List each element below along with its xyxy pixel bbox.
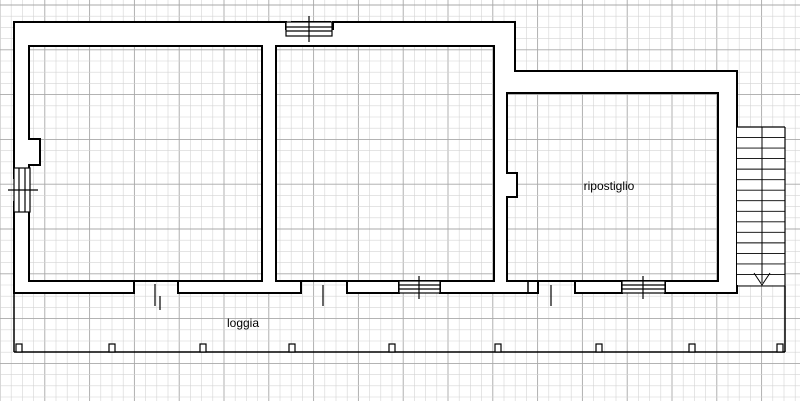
exterior-staircase	[737, 126, 786, 286]
loggia-outline	[13, 285, 786, 353]
wall-outline	[13, 21, 738, 294]
walls	[13, 21, 738, 294]
door-opening-caps	[133, 281, 576, 293]
window-bottom-middle	[398, 276, 441, 299]
room-label-ripostiglio: ripostiglio	[584, 179, 635, 193]
window-top	[285, 16, 333, 42]
window-bottom-right	[621, 276, 666, 299]
doors	[154, 284, 552, 310]
stair-arrow-icon	[753, 272, 771, 286]
room-label-loggia: loggia	[227, 316, 259, 330]
window-left	[8, 167, 38, 213]
stair-treads	[737, 137, 785, 275]
loggia-posts	[15, 343, 784, 353]
windows	[8, 16, 666, 299]
